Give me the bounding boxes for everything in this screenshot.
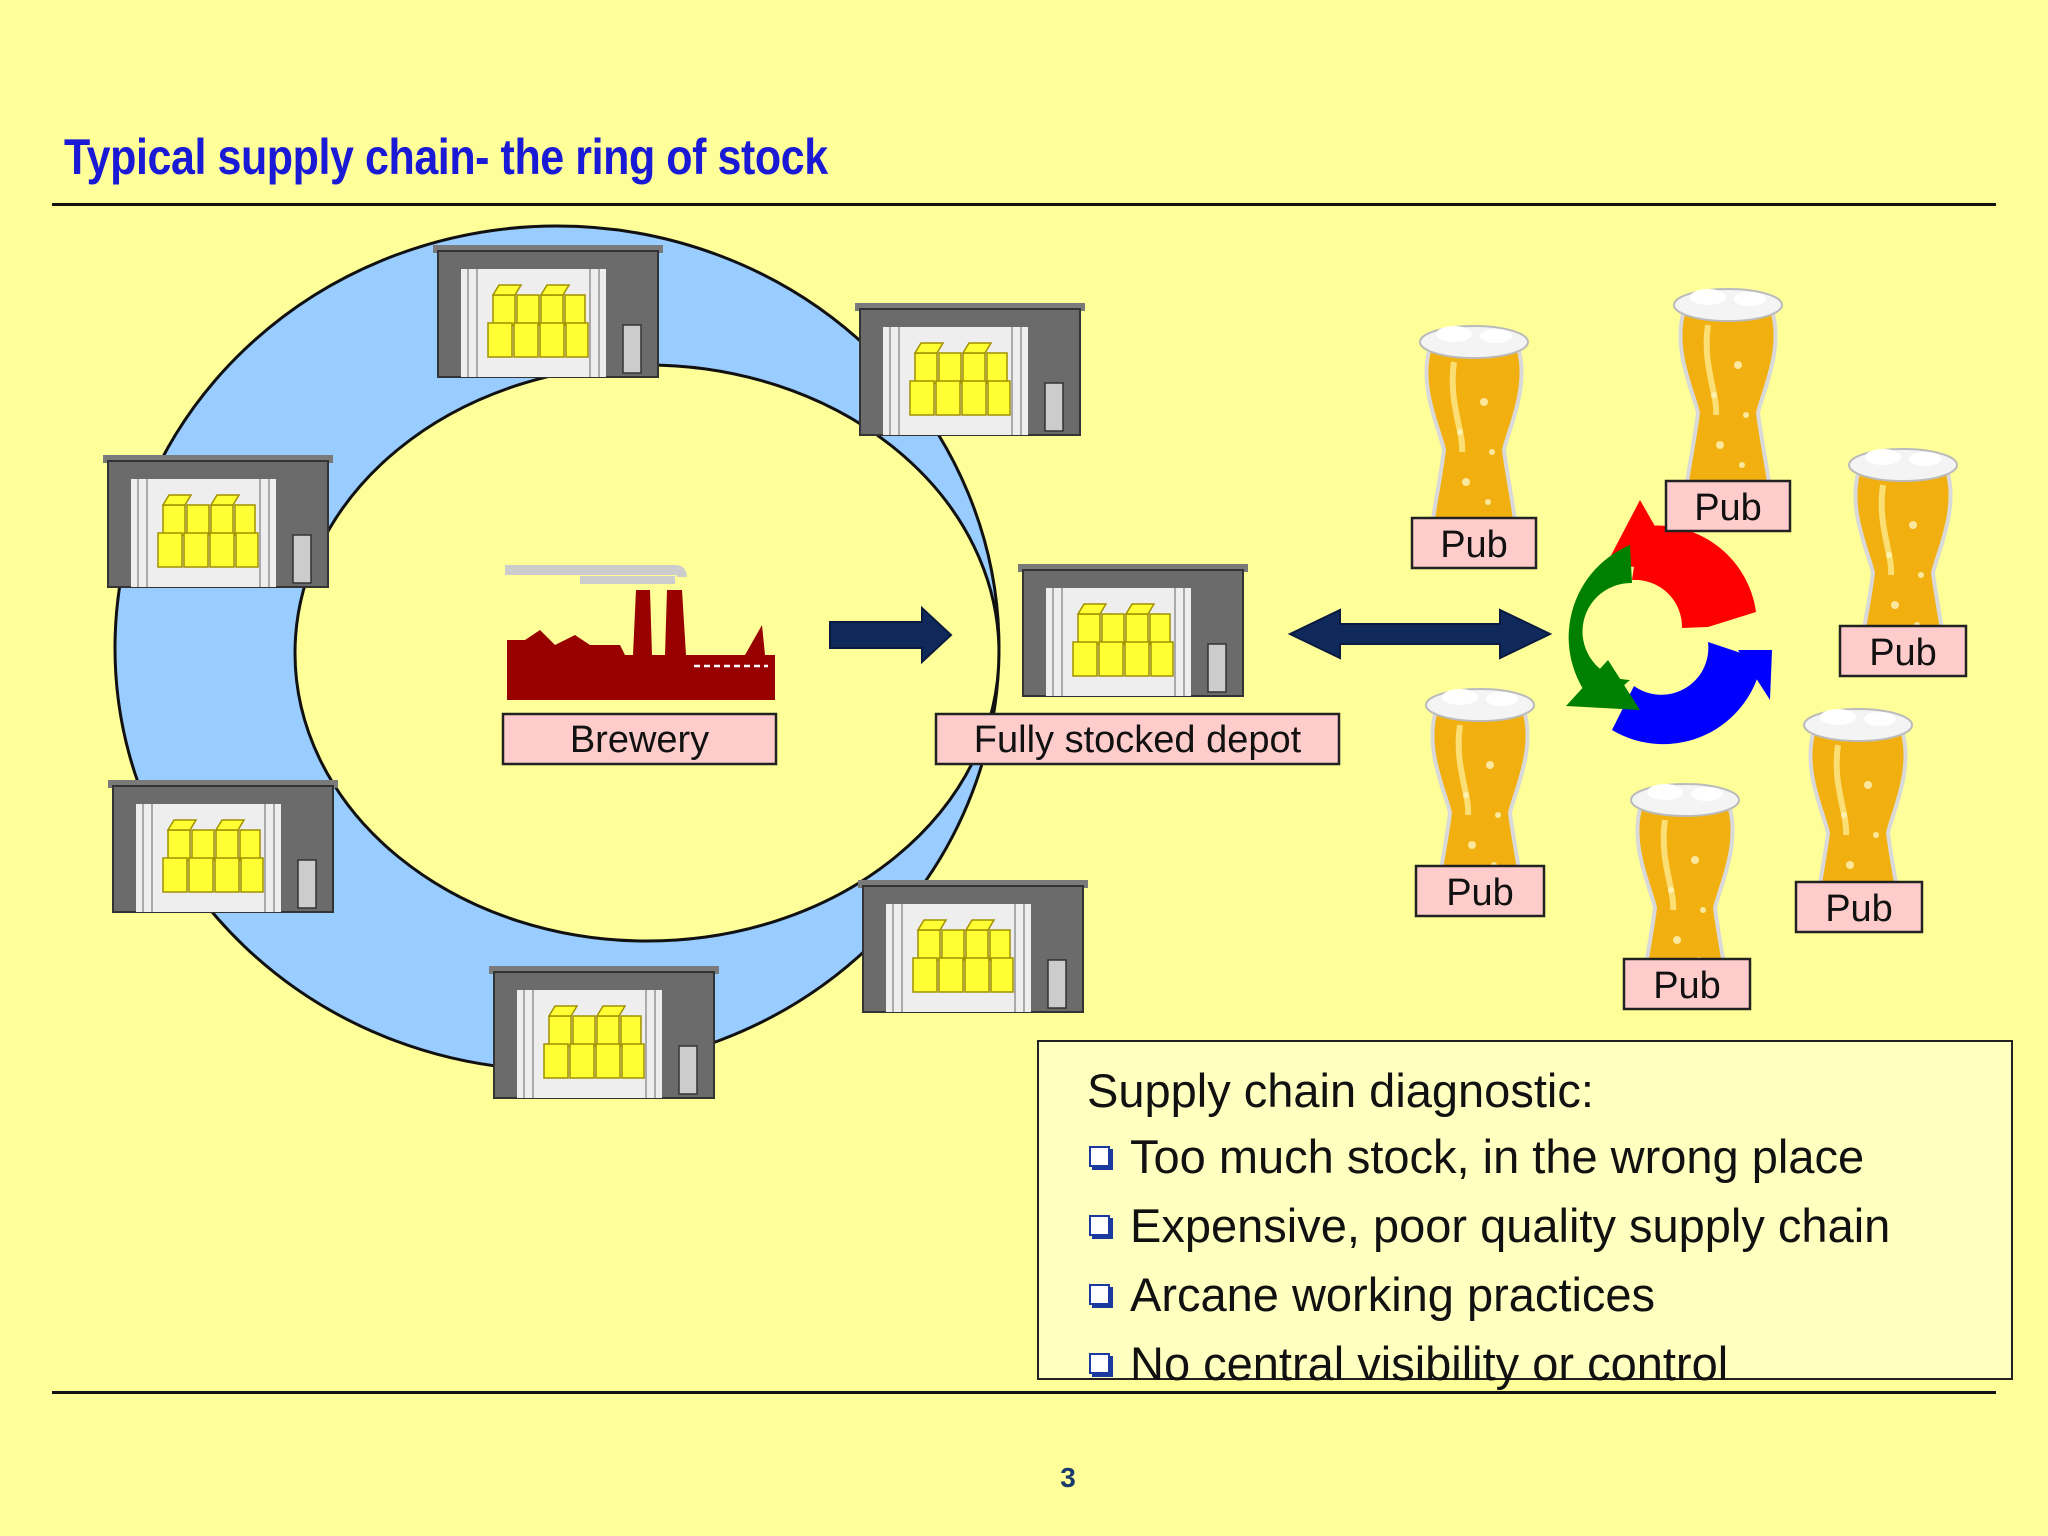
pub-label-box (1622, 957, 1752, 1011)
factory-icon (505, 565, 775, 700)
bottom-divider (52, 1391, 1996, 1394)
pub-label-box (1664, 479, 1792, 533)
warehouse-icon (857, 879, 1089, 1013)
diagnostic-item: Too much stock, in the wrong place (1087, 1122, 1991, 1191)
warehouse-icon (102, 454, 334, 588)
slide-title: Typical supply chain- the ring of stock (64, 129, 828, 185)
double-arrow-icon (1287, 608, 1553, 660)
warehouse-icon (488, 965, 720, 1099)
diagnostic-item: Arcane working practices (1087, 1260, 1991, 1329)
diagnostic-item-text: Arcane working practices (1130, 1268, 1656, 1321)
beer-glass-icon (1674, 289, 1782, 507)
pub-label: Pub (1825, 888, 1893, 930)
checkbox-bullet-icon (1089, 1353, 1110, 1374)
diagnostic-item: No central visibility or control (1087, 1329, 1991, 1398)
checkbox-bullet-icon (1089, 1146, 1110, 1167)
beer-glass-icon (1420, 326, 1528, 544)
top-divider (52, 203, 1996, 206)
pub-label: Pub (1446, 872, 1514, 914)
warehouse-icon (107, 779, 339, 913)
pub-label-box (1414, 864, 1546, 918)
diagnostic-item-text: Too much stock, in the wrong place (1130, 1130, 1865, 1183)
checkbox-bullet-icon (1089, 1284, 1110, 1305)
pub-label: Pub (1869, 632, 1937, 674)
diagnostic-item: Expensive, poor quality supply chain (1087, 1191, 1991, 1260)
cycle-arrows-icon (1566, 500, 1772, 745)
pub-label-box (1838, 624, 1968, 678)
warehouse-icon (432, 244, 664, 378)
diagnostic-box: Supply chain diagnostic: Too much stock,… (1037, 1040, 2013, 1390)
depot-label-box (934, 712, 1341, 766)
warehouse-icon (854, 302, 1086, 436)
brewery-label: Brewery (570, 719, 709, 761)
pub-label: Pub (1440, 524, 1508, 566)
page-number: 3 (1060, 1462, 1076, 1493)
warehouse-icon (1017, 563, 1249, 697)
pub-label: Pub (1694, 487, 1762, 529)
pub-label-box (1410, 516, 1538, 570)
checkbox-bullet-icon (1089, 1215, 1110, 1236)
pub-label: Pub (1653, 965, 1721, 1007)
depot-label: Fully stocked depot (974, 719, 1302, 761)
diagnostic-heading: Supply chain diagnostic: (1087, 1064, 1594, 1117)
diagnostic-item-text: No central visibility or control (1130, 1337, 1729, 1390)
right-arrow-icon (829, 605, 953, 665)
brewery-label-box (501, 712, 778, 766)
stock-ring (113, 224, 1001, 1072)
pub-label-box (1794, 880, 1924, 934)
diagnostic-item-text: Expensive, poor quality supply chain (1130, 1199, 1891, 1252)
